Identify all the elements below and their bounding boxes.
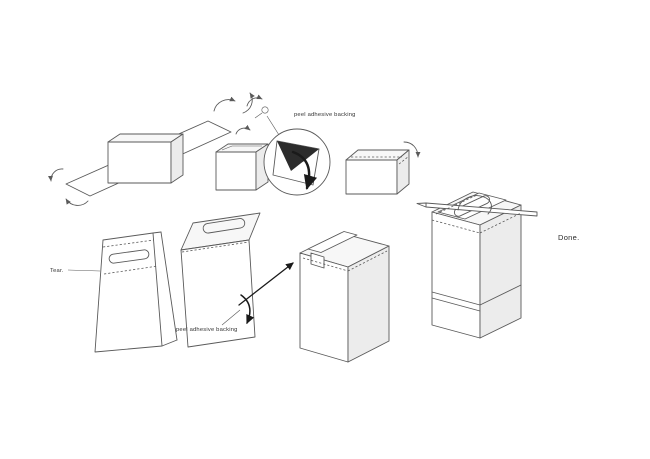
peel-adhesive-label-top: peel adhesive backing: [294, 112, 356, 118]
handle-slot: [202, 218, 246, 234]
fold-arrow-icon: [403, 141, 421, 158]
done-label: Done.: [558, 233, 580, 242]
peel-tool-icon: [261, 106, 269, 114]
peel-adhesive-label-bottom: peel adhesive backing: [176, 327, 238, 333]
fold-arrow-icon: [65, 198, 89, 206]
fold-arrow-icon: [235, 124, 251, 135]
step-folded-box: [345, 141, 421, 195]
pencil-tip: [416, 202, 427, 208]
fold-arrow-icon: [48, 168, 64, 182]
rotate-arrow-icon: [246, 94, 263, 107]
step-finished-box: Done.: [416, 191, 580, 339]
step-attach-panel-box: [299, 231, 390, 363]
step-tear-handle-card: Tear.: [50, 231, 178, 353]
transfer-arrow-icon: [238, 262, 294, 306]
tear-label: Tear.: [50, 268, 64, 274]
peel-arrow-icon: [240, 294, 255, 325]
peel-arrow-icon: [291, 150, 318, 190]
handle-loop: [457, 195, 492, 215]
detail-peel-adhesive: peel adhesive backing: [246, 94, 356, 196]
step-fold-sleeve: [215, 124, 280, 191]
step-unfolded-blank: [48, 92, 255, 206]
step-peel-panel: peel adhesive backing: [176, 212, 261, 348]
fold-arrow-icon: [213, 96, 236, 112]
fold-arrow-icon: [242, 92, 255, 114]
transfer-arrow: [238, 262, 294, 306]
handle-slot: [108, 249, 150, 264]
